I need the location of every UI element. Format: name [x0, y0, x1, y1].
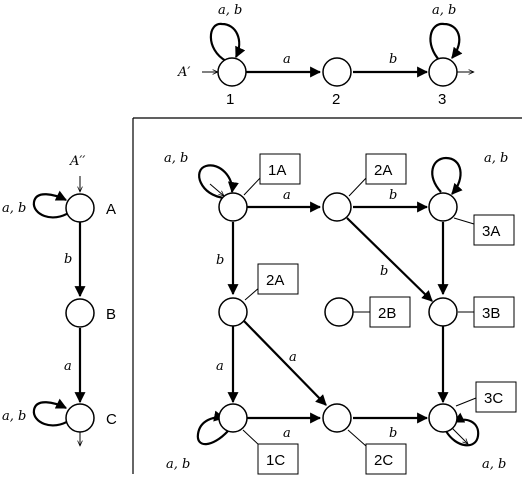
- box-label-1A: 1A: [268, 162, 286, 179]
- box-label-2A-mid: 2A: [266, 272, 284, 289]
- product-loop-label-1A: a, b: [164, 151, 188, 166]
- product-state-3B: [428, 297, 458, 327]
- top-state-3: [428, 57, 458, 87]
- box-3C: 3C: [475, 381, 517, 413]
- leader-2C: [347, 429, 367, 447]
- product-edge-label-2Adown-1C: a: [216, 359, 224, 374]
- top-edge-label-2-3: b: [389, 52, 397, 67]
- product-edge-label-1A-2Adown: b: [216, 253, 224, 268]
- product-edge-label-2A-3A: b: [389, 188, 397, 203]
- product-automaton: a, b a, b a, b a, b a b b a b a a b: [164, 151, 517, 475]
- top-loop-3: [429, 22, 463, 62]
- top-state-label-2: 2: [332, 91, 340, 108]
- leader-3C: [455, 397, 477, 407]
- top-loop-label-3: a, b: [432, 3, 456, 18]
- box-1C: 1C: [257, 443, 299, 475]
- top-state-label-3: 3: [438, 91, 446, 108]
- box-2C: 2C: [365, 443, 407, 475]
- left-state-B: [65, 298, 95, 328]
- product-edge-label-2A-3B: b: [380, 264, 388, 279]
- leader-1A: [243, 175, 263, 196]
- top-edge-label-1-2: a: [283, 52, 291, 67]
- product-state-1C: [218, 403, 248, 433]
- top-automaton: a, b a, b A′ a b 1 2 3: [177, 3, 474, 108]
- product-edge-label-1C-2C: a: [283, 426, 291, 441]
- box-2B: 2B: [369, 296, 411, 328]
- top-start-label: A′: [177, 65, 190, 80]
- top-state-label-1: 1: [226, 91, 234, 108]
- left-start-label: A′′: [69, 154, 85, 169]
- product-edge-2Adown-2C: [243, 320, 327, 406]
- product-loop-1A: [198, 164, 239, 200]
- box-2A-top: 2A: [365, 153, 407, 185]
- box-1A: 1A: [259, 153, 301, 185]
- left-loop-label-C: a, b: [2, 409, 26, 424]
- left-state-label-C: C: [106, 411, 117, 428]
- product-state-2C: [322, 403, 352, 433]
- box-label-3A: 3A: [482, 223, 500, 240]
- product-edge-label-1A-2A: a: [283, 188, 291, 203]
- left-loop-A: [32, 190, 71, 219]
- product-loop-label-1C: a, b: [166, 457, 190, 472]
- product-state-3A: [428, 192, 458, 222]
- product-start-arrow: [209, 183, 224, 196]
- top-state-2: [322, 57, 352, 87]
- box-2A-mid: 2A: [257, 263, 299, 295]
- product-loop-label-3A: a, b: [484, 151, 508, 166]
- box-label-2C: 2C: [374, 452, 393, 469]
- product-state-1A: [218, 192, 248, 222]
- box-label-3B: 3B: [482, 305, 500, 322]
- box-3B: 3B: [473, 296, 515, 328]
- leader-1C: [242, 429, 261, 447]
- product-loop-3A: [431, 156, 463, 195]
- box-label-2A-top: 2A: [374, 162, 392, 179]
- box-label-2B: 2B: [378, 305, 396, 322]
- product-edge-label-2C-3C: b: [389, 426, 397, 441]
- box-label-3C: 3C: [484, 390, 503, 407]
- product-state-2A-mid: [218, 297, 248, 327]
- product-edge-label-2Adown-2C: a: [289, 350, 297, 365]
- product-state-3C: [428, 403, 458, 433]
- left-loop-label-A: a, b: [2, 201, 26, 216]
- product-edge-2A-3B: [346, 217, 433, 302]
- left-state-A: [65, 193, 95, 223]
- product-loop-1C: [196, 410, 229, 446]
- left-edge-label-A-B: b: [64, 252, 72, 267]
- top-loop-1: [209, 22, 246, 62]
- leader-2A-top: [348, 175, 369, 197]
- product-state-2B: [324, 297, 354, 327]
- left-state-label-A: A: [106, 201, 116, 218]
- box-3A: 3A: [473, 214, 515, 246]
- box-label-1C: 1C: [266, 452, 285, 469]
- leader-3A: [453, 217, 475, 225]
- top-loop-label-1: a, b: [218, 3, 242, 18]
- left-edge-label-B-C: a: [64, 359, 72, 374]
- product-state-2A: [322, 192, 352, 222]
- left-loop-C: [32, 398, 71, 427]
- left-state-label-B: B: [106, 306, 116, 323]
- product-loop-3C: [445, 412, 480, 447]
- product-loop-label-3C: a, b: [482, 457, 506, 472]
- left-state-C: [65, 403, 95, 433]
- left-automaton: A′′ a, b a, b b a A B C: [2, 154, 117, 446]
- top-state-1: [217, 57, 247, 87]
- product-final-arrow: [451, 427, 468, 444]
